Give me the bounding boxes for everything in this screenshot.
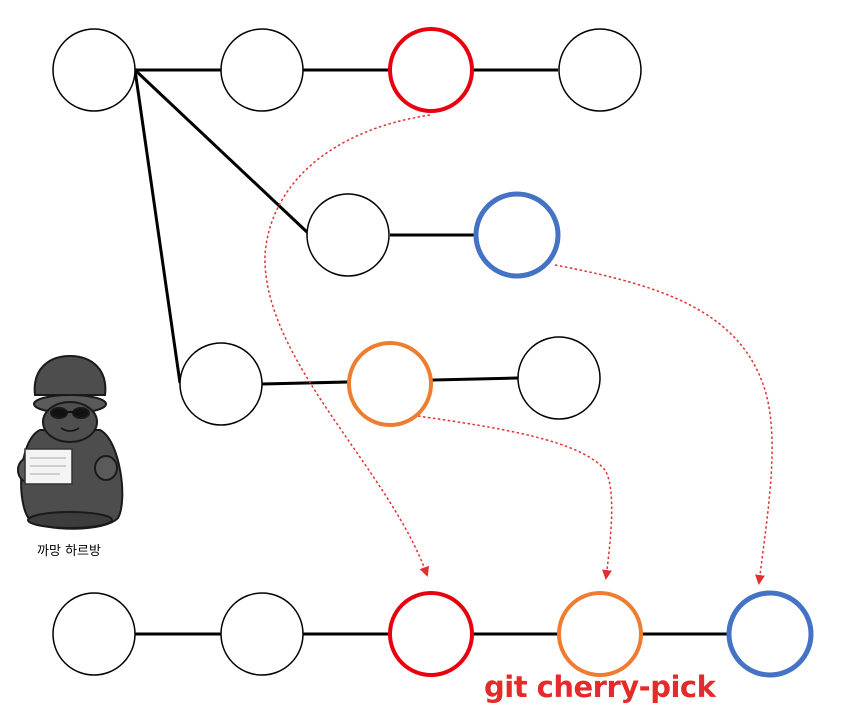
commit-node-orange	[347, 341, 433, 427]
commit-node	[52, 28, 136, 112]
commit-node-blue	[726, 590, 814, 678]
command-label: git cherry-pick	[484, 670, 716, 704]
fork-to-branch-3	[133, 69, 182, 384]
commit-node-red	[388, 591, 474, 677]
cherry-pick-arrow-red	[264, 114, 431, 577]
commit-node	[52, 592, 136, 676]
commit-node	[220, 592, 304, 676]
cherry-pick-arrow-orange	[417, 415, 613, 580]
commit-node	[306, 193, 390, 277]
commit-node-red	[388, 27, 474, 113]
commit-node	[220, 28, 304, 112]
cherry-pick-arrows	[264, 114, 773, 585]
fork-to-branch-2	[133, 68, 310, 235]
commit-node	[179, 342, 263, 426]
mascot-label: 까망 하르방	[37, 544, 101, 559]
cherry-pick-arrow-blue	[554, 264, 773, 585]
commits	[52, 27, 814, 678]
commit-node-orange	[557, 591, 643, 677]
mascot-illustration	[17, 354, 124, 530]
commit-node	[517, 336, 601, 420]
commit-node-blue	[473, 191, 561, 279]
commit-node	[558, 28, 642, 112]
